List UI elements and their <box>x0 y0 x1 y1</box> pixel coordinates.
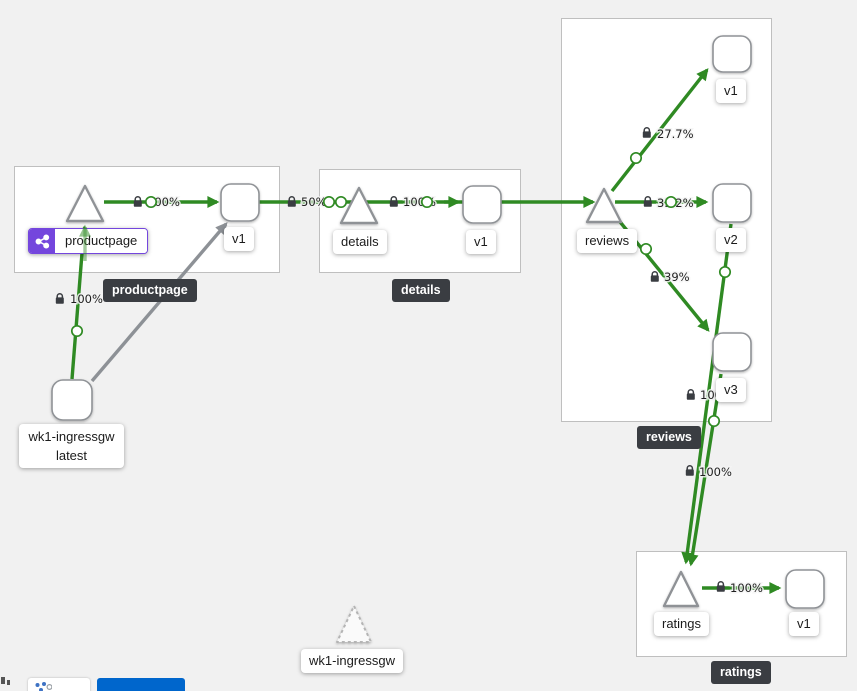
cut-off-control-fragment[interactable] <box>1 677 10 685</box>
node-label-reviews-v2[interactable]: v2 <box>716 228 746 252</box>
lock-icon <box>133 196 143 208</box>
node-label-idle-gateway[interactable]: wk1-ingressgw <box>301 649 403 673</box>
lock-icon <box>685 465 695 477</box>
waypoint-circle <box>629 151 643 165</box>
node-label-reviews[interactable]: reviews <box>577 229 638 253</box>
edge-label-percent: 100% <box>70 292 103 306</box>
group-tooltip-details: details <box>392 279 450 302</box>
edge-label-percent: 39% <box>664 270 690 284</box>
node-details-service-triangle[interactable] <box>339 186 379 225</box>
edge-reviews-v3-to-ratings-service[interactable] <box>686 373 723 567</box>
node-reviews-v2[interactable] <box>712 183 752 223</box>
waypoint-circle <box>664 195 678 209</box>
edge-label-percent: 27.7% <box>657 127 694 141</box>
graph-display-button[interactable] <box>28 678 90 691</box>
lock-icon <box>686 389 696 401</box>
group-tooltip-ratings: ratings <box>711 661 771 684</box>
node-label-productpage-app-badge[interactable]: productpage <box>28 228 149 254</box>
app-version-badge-icon <box>29 229 55 253</box>
edge-label-percent: 100% <box>699 465 732 479</box>
lock-icon <box>287 196 297 208</box>
node-label-productpage-v1[interactable]: v1 <box>224 227 254 251</box>
edge-label-percent: 100% <box>730 581 763 595</box>
node-idle-gateway-triangle[interactable] <box>336 605 372 643</box>
waypoint-circle <box>420 195 434 209</box>
waypoint-circle <box>70 324 84 338</box>
edge-ingress-to-productpage-v1-idle[interactable] <box>90 222 228 383</box>
lock-icon <box>716 581 726 593</box>
node-label-text: productpage <box>55 229 148 253</box>
node-label-ingress-workload[interactable]: wk1-ingressgw latest <box>19 424 124 468</box>
node-reviews-v3[interactable] <box>712 332 752 372</box>
node-label-details[interactable]: details <box>333 230 387 254</box>
ingress-label-line1: wk1-ingressgw <box>28 429 115 444</box>
lock-icon <box>650 271 660 283</box>
lock-icon <box>642 127 652 139</box>
edge-reviews-service-to-v1[interactable] <box>610 68 709 193</box>
node-ratings-service-triangle[interactable] <box>662 570 700 608</box>
node-label-ratings[interactable]: ratings <box>654 612 710 636</box>
group-tooltip-reviews: reviews <box>637 426 701 449</box>
lock-icon <box>643 196 653 208</box>
waypoint-circle <box>322 195 336 209</box>
node-productpage-service-triangle[interactable] <box>65 184 105 223</box>
waypoint-circle <box>144 195 158 209</box>
node-details-v1[interactable] <box>462 185 502 224</box>
node-ratings-v1[interactable] <box>785 569 825 609</box>
group-tooltip-productpage: productpage <box>103 279 197 302</box>
node-label-details-v1[interactable]: v1 <box>466 230 496 254</box>
node-ingress-workload[interactable] <box>51 379 93 421</box>
waypoint-circle <box>639 242 653 256</box>
waypoint-circle <box>718 265 732 279</box>
node-label-reviews-v1[interactable]: v1 <box>716 79 746 103</box>
legend-button[interactable] <box>97 678 185 691</box>
waypoint-circle <box>707 414 721 428</box>
lock-icon <box>389 196 399 208</box>
node-label-reviews-v3[interactable]: v3 <box>716 378 746 402</box>
node-label-ratings-v1[interactable]: v1 <box>789 612 819 636</box>
mini-graph-icon <box>35 682 52 691</box>
waypoint-circle <box>334 195 348 209</box>
lock-icon <box>55 293 65 305</box>
edge-reviews-v2-to-ratings-service[interactable] <box>681 223 733 565</box>
edge-label-percent: 50% <box>301 195 327 209</box>
node-reviews-service-triangle[interactable] <box>585 187 623 224</box>
node-productpage-v1[interactable] <box>220 183 260 222</box>
ingress-label-line2: latest <box>55 448 88 463</box>
node-reviews-v1[interactable] <box>712 35 752 73</box>
